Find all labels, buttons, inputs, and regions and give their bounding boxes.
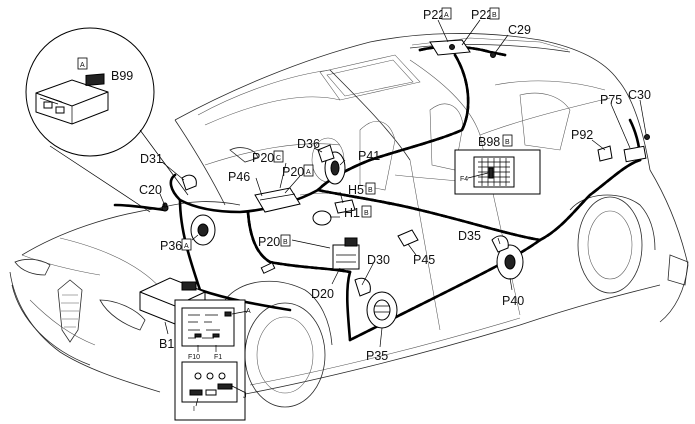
components bbox=[139, 39, 650, 421]
label-p20c-suffix: C bbox=[276, 155, 281, 162]
label-d20: D20 bbox=[311, 287, 334, 301]
p92-component bbox=[597, 145, 613, 162]
label-b98b: B98 bbox=[478, 135, 500, 149]
label-p22a: P22 bbox=[423, 8, 445, 22]
c29-connector bbox=[490, 52, 496, 58]
label-h5b-suffix: B bbox=[368, 187, 373, 194]
label-p22b-suffix: B bbox=[492, 12, 497, 19]
d36-connector bbox=[317, 144, 335, 163]
label-relay-j: J bbox=[243, 393, 247, 400]
label-b99: B99 bbox=[111, 69, 133, 83]
label-f4: F4 bbox=[460, 176, 468, 183]
label-p22b: P22 bbox=[471, 8, 493, 22]
label-p20a: P20 bbox=[282, 165, 304, 179]
h1-component bbox=[312, 210, 332, 226]
label-b99-box: A bbox=[80, 62, 85, 69]
b98-fuse-inset bbox=[454, 149, 541, 195]
label-p20a-suffix: A bbox=[306, 169, 311, 176]
h5-component bbox=[334, 199, 356, 214]
label-b98b-suffix: B bbox=[505, 139, 510, 146]
label-p40: P40 bbox=[502, 294, 524, 308]
label-c20: C20 bbox=[139, 183, 162, 197]
label-p20b-suffix: B bbox=[283, 239, 288, 246]
label-fuse-a: A bbox=[246, 308, 251, 315]
inline-connector bbox=[260, 262, 276, 274]
p20-dash-module bbox=[254, 187, 301, 213]
label-p75: P75 bbox=[600, 93, 622, 107]
label-d36: D36 bbox=[297, 137, 320, 151]
label-p41: P41 bbox=[358, 149, 380, 163]
p36-speaker bbox=[190, 214, 216, 246]
label-p20b: P20 bbox=[258, 235, 280, 249]
label-p20c: P20 bbox=[252, 151, 274, 165]
component-labels: P22 A P22 B C29 B99 A C30 P75 P92 B98 B … bbox=[77, 7, 651, 413]
label-relay-i: I bbox=[193, 406, 195, 413]
label-p36a: P36 bbox=[160, 239, 182, 253]
label-p35: P35 bbox=[366, 349, 388, 363]
c30-connector bbox=[644, 134, 650, 140]
label-c29: C29 bbox=[508, 23, 531, 37]
label-h1b-suffix: B bbox=[364, 210, 369, 217]
p75-component bbox=[623, 145, 647, 163]
d31-connector bbox=[181, 174, 197, 191]
label-p22a-suffix: A bbox=[444, 12, 449, 19]
splice-point bbox=[162, 202, 168, 208]
b1-fuse-box-detail bbox=[174, 299, 249, 421]
label-p45: P45 bbox=[413, 253, 435, 267]
car-body-outline bbox=[9, 33, 689, 408]
label-c30: C30 bbox=[628, 88, 651, 102]
label-d30: D30 bbox=[367, 253, 390, 267]
p22-interior-lamp bbox=[429, 39, 471, 56]
label-p46: P46 bbox=[228, 170, 250, 184]
p35-speaker bbox=[366, 291, 398, 329]
label-p36a-suffix: A bbox=[184, 243, 189, 250]
leader-lines bbox=[159, 19, 647, 348]
label-d31: D31 bbox=[140, 152, 163, 166]
label-h5b: H5 bbox=[348, 183, 364, 197]
label-p92: P92 bbox=[571, 128, 593, 142]
label-f10: F10 bbox=[188, 354, 200, 361]
label-f1: F1 bbox=[214, 354, 222, 361]
d20-control-unit bbox=[332, 237, 360, 270]
p41-speaker bbox=[324, 151, 346, 185]
label-h1b: H1 bbox=[344, 206, 360, 220]
b99-zoom-callout bbox=[25, 27, 189, 213]
label-b1: B1 bbox=[159, 337, 174, 351]
label-d35: D35 bbox=[458, 229, 481, 243]
d30-connector bbox=[354, 277, 371, 297]
b99-battery bbox=[35, 73, 109, 125]
p45-component bbox=[397, 229, 419, 247]
